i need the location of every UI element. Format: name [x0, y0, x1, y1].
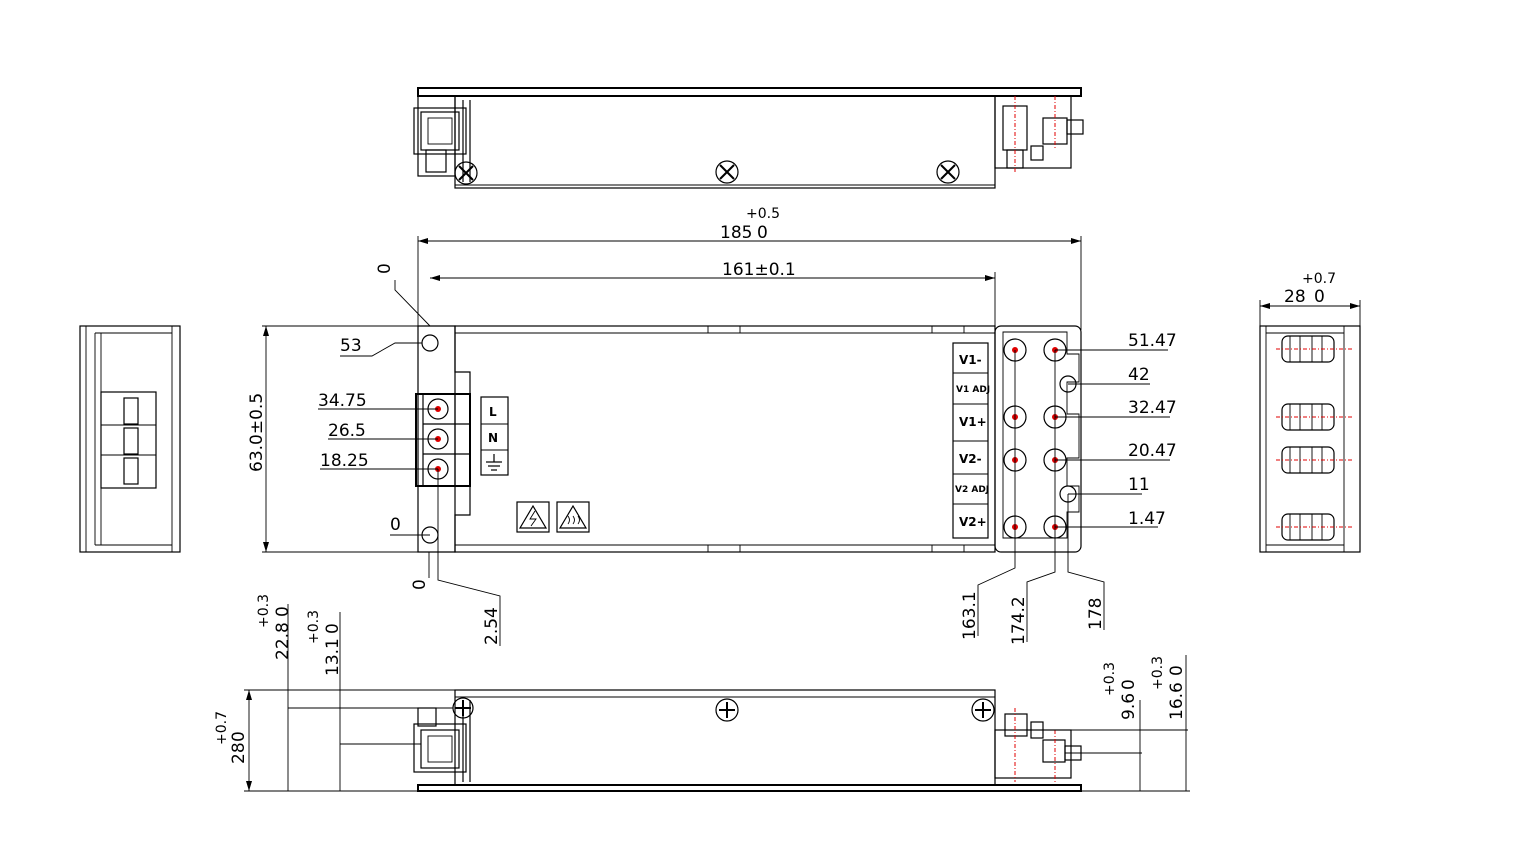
h-13-1-tol-lower: 0	[323, 623, 343, 634]
y-1-47-label: 1.47	[1128, 509, 1166, 529]
hot-surface-warning-icon	[556, 501, 590, 533]
h-16-6-tol-lower: 0	[1167, 665, 1187, 676]
h-22-8-tol-lower: 0	[273, 606, 293, 617]
right-ordinate-dimensions: 51.47 42 32.47 20.47 11 1.47 163.1 174.2…	[960, 331, 1177, 645]
width-dimension: 63.0±0.5	[247, 325, 418, 553]
input-34-75-label: 34.75	[318, 391, 367, 411]
overall-length: 185	[720, 223, 752, 243]
offset-2-54-label: 2.54	[482, 607, 502, 645]
h-13-1-tol-upper: +0.3	[306, 610, 322, 644]
top-view	[413, 87, 1084, 189]
screw-icon	[936, 160, 960, 184]
h-28-tol-lower: 0	[229, 731, 249, 742]
mount-hole-pitch: 161±0.1	[722, 260, 796, 280]
h-16-6: 16.6	[1167, 682, 1187, 720]
bottom-zero-label: 0	[390, 515, 401, 535]
left-end-view	[79, 325, 181, 553]
x-178-label: 178	[1086, 598, 1106, 630]
length-dimension: +0.5 185 0 161±0.1	[417, 206, 1082, 330]
mount-hole	[421, 334, 439, 352]
h-16-6-tol-upper: +0.3	[1150, 656, 1166, 690]
input-18-25-label: 18.25	[320, 451, 369, 471]
screw-icon	[715, 160, 739, 184]
left-x-zero-label: 0	[410, 579, 430, 590]
overall-length-tol-lower: 0	[757, 223, 768, 243]
side-width-tol-lower: 0	[1314, 287, 1325, 307]
x-174-2-label: 174.2	[1009, 596, 1029, 645]
front-view: L N V1- V1 ADJ V1+ V2- V2 ADJ V2	[415, 325, 1082, 553]
side-width-tol-upper: +0.7	[1302, 271, 1336, 287]
right-end-view: +0.7 28 0	[1259, 271, 1361, 553]
line-terminal-label: L	[489, 405, 497, 419]
screw-icon	[971, 698, 995, 722]
y-11-label: 11	[1128, 475, 1150, 495]
h-9-6: 9.6	[1119, 693, 1139, 720]
neutral-terminal-label: N	[488, 431, 498, 445]
h-28-tol-upper: +0.7	[214, 711, 230, 745]
y-20-47-label: 20.47	[1128, 441, 1177, 461]
h-22-8: 22.8	[273, 622, 293, 660]
y-32-47-label: 32.47	[1128, 398, 1177, 418]
h-9-6-tol-lower: 0	[1119, 679, 1139, 690]
screw-icon	[452, 697, 474, 719]
top-zero-label: 0	[375, 263, 395, 274]
terminal-screw-icon	[1281, 446, 1335, 474]
screw-icon	[715, 698, 739, 722]
v1-plus-label: V1+	[959, 415, 987, 429]
side-width: 28	[1284, 287, 1306, 307]
left-ordinate-dimensions: 0 53 34.75 26.5 18.25 0 0 2.54	[318, 263, 502, 646]
x-163-1-label: 163.1	[960, 591, 980, 640]
h-9-6-tol-upper: +0.3	[1102, 662, 1118, 696]
v1-adj-label: V1 ADJ	[956, 385, 990, 395]
terminal-screw-icon	[1281, 335, 1335, 363]
y-51-47-label: 51.47	[1128, 331, 1177, 351]
h-22-8-tol-upper: +0.3	[256, 594, 272, 628]
screw-icon	[454, 161, 478, 185]
body-width: 63.0±0.5	[247, 393, 267, 472]
v2-adj-label: V2 ADJ	[955, 485, 989, 495]
terminal-screw-icon	[1281, 513, 1335, 541]
input-26-5-label: 26.5	[328, 421, 366, 441]
v2-minus-label: V2-	[959, 452, 982, 466]
terminal-screw-icon	[1281, 403, 1335, 431]
v1-minus-label: V1-	[959, 353, 982, 367]
h-28: 28	[229, 742, 249, 764]
ground-icon	[486, 454, 502, 471]
hole-53-label: 53	[340, 336, 362, 356]
y-42-label: 42	[1128, 365, 1150, 385]
v2-plus-label: V2+	[959, 515, 987, 529]
bottom-view	[413, 689, 1082, 792]
overall-length-tol-upper: +0.5	[746, 206, 780, 222]
h-13-1: 13.1	[323, 638, 343, 676]
bottom-view-dimensions: +0.7 28 0 +0.3 22.8 0 +0.3 13.1 0 +0.3 9…	[214, 594, 1190, 792]
high-voltage-warning-icon	[516, 501, 550, 533]
